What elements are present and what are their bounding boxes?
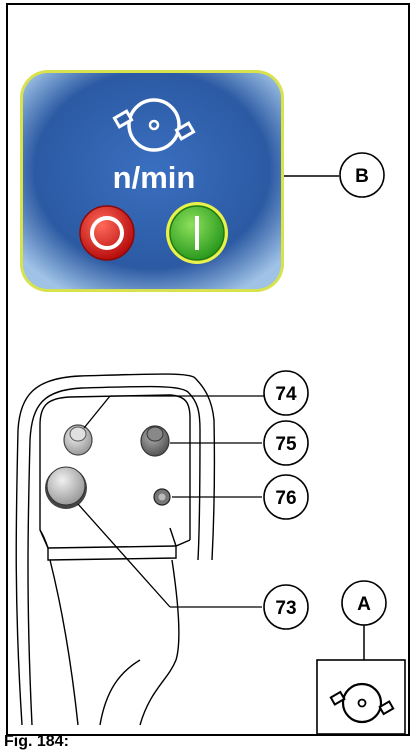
inset-box bbox=[316, 659, 406, 735]
callout-74-leader-a bbox=[83, 395, 111, 429]
control-panel: n/min bbox=[20, 70, 284, 292]
stop-button[interactable] bbox=[79, 205, 135, 261]
svg-text:73: 73 bbox=[275, 598, 296, 619]
button-73 bbox=[45, 466, 87, 509]
rotation-speed-icon bbox=[329, 682, 395, 724]
control-box-drawing bbox=[15, 373, 216, 726]
svg-text:B: B bbox=[355, 166, 369, 187]
speed-unit-label: n/min bbox=[113, 160, 196, 195]
svg-text:75: 75 bbox=[275, 434, 297, 455]
knob-75 bbox=[140, 425, 170, 457]
svg-text:76: 76 bbox=[275, 488, 296, 509]
callout-75: 75 bbox=[263, 420, 309, 466]
callout-74: 74 bbox=[263, 370, 309, 416]
callout-73-leader-a bbox=[77, 503, 171, 608]
callout-b: B bbox=[339, 152, 385, 198]
circle-off-icon bbox=[90, 216, 124, 250]
start-button[interactable] bbox=[166, 202, 228, 264]
figure-frame bbox=[6, 3, 410, 736]
callout-76: 76 bbox=[263, 474, 309, 520]
rotation-speed-icon bbox=[112, 98, 196, 152]
svg-text:A: A bbox=[357, 594, 371, 615]
knob-74 bbox=[63, 424, 93, 456]
port-76 bbox=[153, 488, 171, 506]
callout-73: 73 bbox=[263, 584, 309, 630]
figure-caption: Fig. 184: bbox=[4, 733, 69, 750]
callout-a: A bbox=[341, 580, 387, 626]
svg-text:74: 74 bbox=[275, 384, 297, 405]
